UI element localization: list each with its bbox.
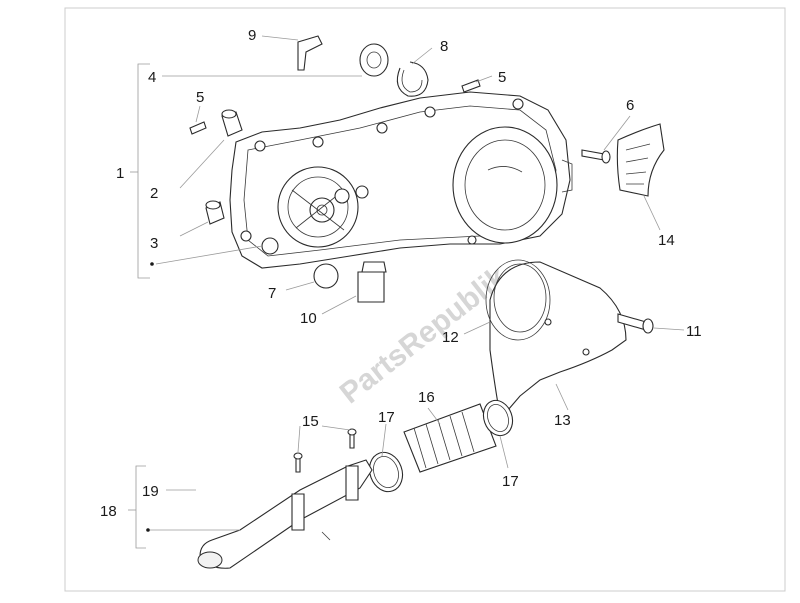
clamp-part-17b: [482, 399, 514, 437]
callout-9: 9: [248, 27, 256, 44]
bracket-part-9: [297, 35, 323, 71]
clamp-part-17a: [368, 451, 404, 493]
dowel-pin-part-5b: [461, 79, 481, 93]
transmission-cover: [229, 91, 573, 269]
bracket-group-18: [128, 465, 146, 549]
callout-2: 2: [150, 185, 158, 202]
bushing-part-2: [221, 109, 243, 137]
intake-tube-part-19: [197, 459, 373, 569]
callout-labels: 1 2 3 4 5 5 6 7 8 9 10 11 12 13 14 15 16…: [100, 27, 702, 520]
callout-8: 8: [440, 38, 448, 55]
callout-18: 18: [100, 503, 117, 520]
callout-5a: 5: [196, 89, 204, 106]
callout-14: 14: [658, 232, 675, 249]
hose-part-16: [403, 403, 497, 473]
callout-5b: 5: [498, 69, 506, 86]
diagram-frame: [64, 7, 786, 592]
screw-part-15b: [347, 428, 357, 449]
callout-11: 11: [686, 323, 702, 340]
screw-part-6: [581, 149, 611, 164]
callout-4: 4: [148, 69, 156, 86]
bearing-part-4: [359, 43, 389, 77]
air-duct-part-13: [489, 261, 627, 411]
screw-part-15a: [293, 452, 303, 473]
callout-17b: 17: [502, 473, 519, 490]
callout-16: 16: [418, 389, 435, 406]
leader-lines: [150, 35, 685, 531]
callout-1: 1: [116, 165, 124, 182]
callout-13: 13: [554, 412, 571, 429]
callout-10: 10: [300, 310, 317, 327]
callout-3: 3: [150, 235, 158, 252]
plug-part-7: [313, 263, 339, 289]
circlip-part-8: [396, 61, 429, 97]
callout-15: 15: [302, 413, 319, 430]
seal-part-12: [485, 259, 551, 341]
decal-part-14: [616, 123, 665, 197]
callout-17a: 17: [378, 409, 395, 426]
bullet-dot: [150, 262, 154, 266]
callout-19: 19: [142, 483, 159, 500]
bushing-part-3: [205, 200, 225, 225]
screw-part-11: [617, 313, 654, 334]
callout-7: 7: [268, 285, 276, 302]
filter-part-10: [357, 261, 387, 303]
callout-12: 12: [442, 329, 459, 346]
callout-6: 6: [626, 97, 634, 114]
dowel-pin-part-5a: [189, 121, 207, 135]
bracket-group-1: [130, 63, 150, 279]
bullet-dot: [146, 528, 150, 532]
